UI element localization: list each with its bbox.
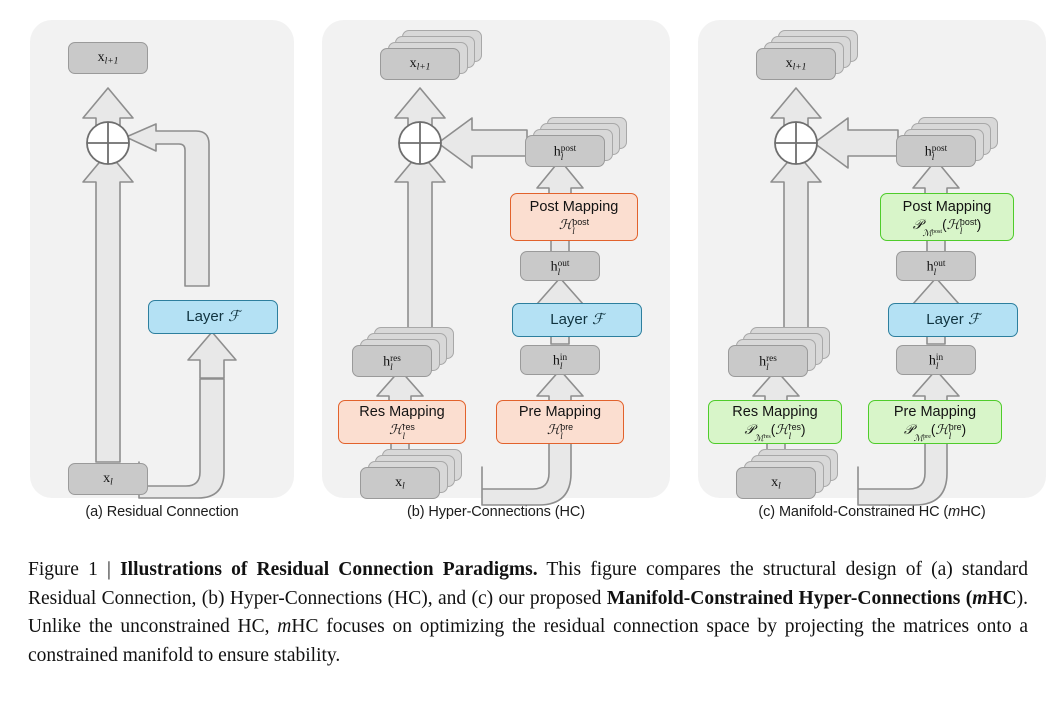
caption-italic-m2: m [277, 616, 292, 638]
node-layer-a: Layer ℱ [148, 300, 278, 334]
caption-body-4: HC focuses on optimizing the residual co… [28, 616, 1028, 666]
caption-title: Illustrations of Residual Connection Par… [120, 559, 538, 580]
node-x-next-c: xl+1 [756, 48, 836, 80]
node-layer-b: Layer ℱ [512, 303, 642, 337]
panel-caption-a: (a) Residual Connection [85, 504, 239, 520]
node-x-next-a: xl+1 [68, 42, 148, 74]
caption-body-2b: HC [987, 587, 1017, 609]
panel-caption-c: (c) Manifold-Constrained HC (mHC) [758, 504, 986, 520]
figure-caption: Figure 1 | Illustrations of Residual Con… [28, 556, 1028, 671]
caption-label: Figure 1 | [28, 559, 111, 580]
node-x-in-b: xl [360, 467, 440, 499]
res-mapping-title-b: Res Mapping [359, 403, 445, 420]
caption-italic-m1: m [972, 587, 988, 609]
pre-mapping-title-c: Pre Mapping [893, 403, 977, 420]
node-x-in-c: xl [736, 467, 816, 499]
node-x-next-b: xl+1 [380, 48, 460, 80]
post-mapping-title-c: Post Mapping [902, 198, 992, 215]
caption-body-2a: ( [960, 587, 973, 609]
post-mapping-title-b: Post Mapping [529, 198, 619, 215]
pre-mapping-title-b: Pre Mapping [518, 403, 602, 420]
caption-body-1: This figure compares the structural desi… [28, 559, 1028, 609]
panel-residual-connection [30, 20, 294, 498]
node-layer-c: Layer ℱ [888, 303, 1018, 337]
caption-body-3: ). Unlike the unconstrained HC, [28, 587, 1029, 638]
caption-bold-2: Manifold-Constrained Hyper-Connections [606, 587, 961, 609]
node-x-in-a: xl [68, 463, 148, 495]
panel-caption-b: (b) Hyper-Connections (HC) [407, 504, 585, 520]
res-mapping-title-c: Res Mapping [732, 403, 818, 420]
